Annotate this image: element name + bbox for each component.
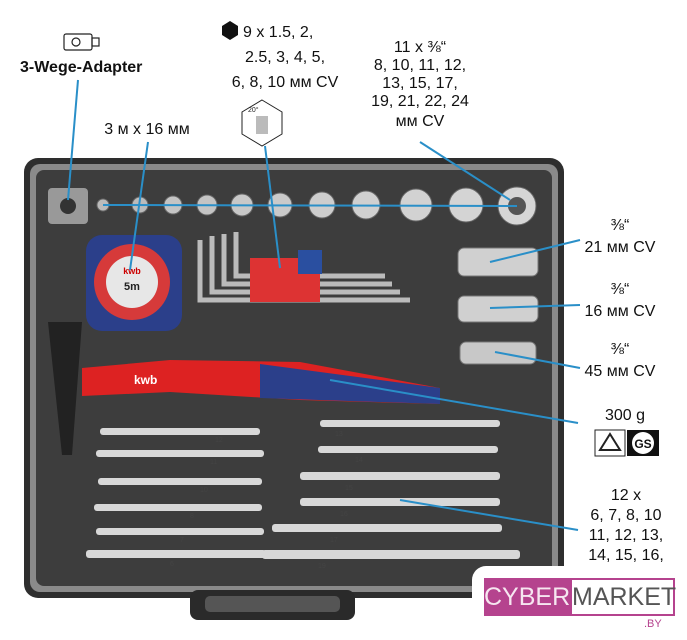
logo-suffix: .BY [644,618,662,630]
svg-text:45 мм CV: 45 мм CV [585,363,656,380]
hex-20deg-icon: 20° [241,99,283,147]
svg-text:16: 16 [340,511,348,518]
svg-text:20°: 20° [248,106,259,114]
extension-sockets [457,247,539,365]
label-socket-16: ⅜“ 16 мм CV [585,281,656,320]
hammer-brand: kwb [134,373,157,387]
svg-text:⅜“: ⅜“ [611,341,630,358]
logo-market: MARKET [570,578,676,616]
label-socket-21: ⅜“ 21 мм CV [585,217,656,256]
cybermarket-logo: CYBER MARKET .BY [472,566,687,640]
svg-text:19: 19 [318,563,326,570]
hex-key-set [197,232,410,303]
svg-text:21 мм CV: 21 мм CV [585,239,656,256]
svg-text:10: 10 [200,487,208,494]
svg-text:15: 15 [345,485,353,492]
svg-text:13: 13 [335,431,343,438]
svg-text:11, 12, 13,: 11, 12, 13, [589,527,663,544]
svg-text:19, 21, 22, 24: 19, 21, 22, 24 [371,93,469,110]
tape-length: 5m [124,281,140,293]
svg-text:6, 8, 10 мм CV: 6, 8, 10 мм CV [232,74,339,91]
svg-text:6: 6 [170,561,174,568]
svg-text:14, 15, 16,: 14, 15, 16, [588,547,664,564]
svg-text:6, 7, 8, 10: 6, 7, 8, 10 [590,507,661,524]
hex-bullet-icon [222,21,238,40]
svg-text:11 x ⅜“: 11 x ⅜“ [394,39,446,56]
svg-text:8, 10, 11, 12,: 8, 10, 11, 12, [374,57,466,74]
wrenches-left: 12 11 10 8 7 6 [86,428,266,568]
svg-text:⅜“: ⅜“ [611,281,630,298]
svg-text:мм CV: мм CV [396,113,445,130]
certification-icons: GS [594,429,659,457]
label-wrenches: 12 x 6, 7, 8, 10 11, 12, 13, 14, 15, 16, [588,487,664,564]
callout-lines [67,79,581,531]
svg-text:⅜“: ⅜“ [611,217,630,234]
svg-text:GS: GS [634,437,651,451]
label-tape: 3 м x 16 мм [104,121,189,138]
label-hex-keys: 9 x 1.5, 2, 2.5, 3, 4, 5, 6, 8, 10 мм CV [232,24,339,91]
svg-text:14: 14 [355,457,363,464]
svg-text:11: 11 [210,459,217,466]
svg-text:16 мм CV: 16 мм CV [585,303,656,320]
svg-text:17: 17 [330,537,338,544]
tape-measure: kwb 5m [86,235,182,331]
label-sockets: 11 x ⅜“ 8, 10, 11, 12, 13, 15, 17, 19, 2… [371,39,469,130]
logo-cyber: CYBER [484,578,570,616]
svg-text:12: 12 [215,437,223,444]
wrenches-right: 13 14 15 16 17 19 [262,420,520,570]
tape-brand: kwb [123,266,141,276]
svg-text:7: 7 [180,537,184,544]
svg-text:8: 8 [190,513,194,520]
label-joint-45: ⅜“ 45 мм CV [585,341,656,380]
label-adapter: 3-Wege-Adapter [20,59,142,76]
label-hammer: 300 g [605,407,645,424]
svg-text:2.5, 3, 4, 5,: 2.5, 3, 4, 5, [245,49,325,66]
svg-text:9 x 1.5, 2,: 9 x 1.5, 2, [243,24,313,41]
svg-text:13, 15, 17,: 13, 15, 17, [382,75,458,92]
adapter-icon [63,33,100,51]
svg-text:12 x: 12 x [611,487,641,504]
